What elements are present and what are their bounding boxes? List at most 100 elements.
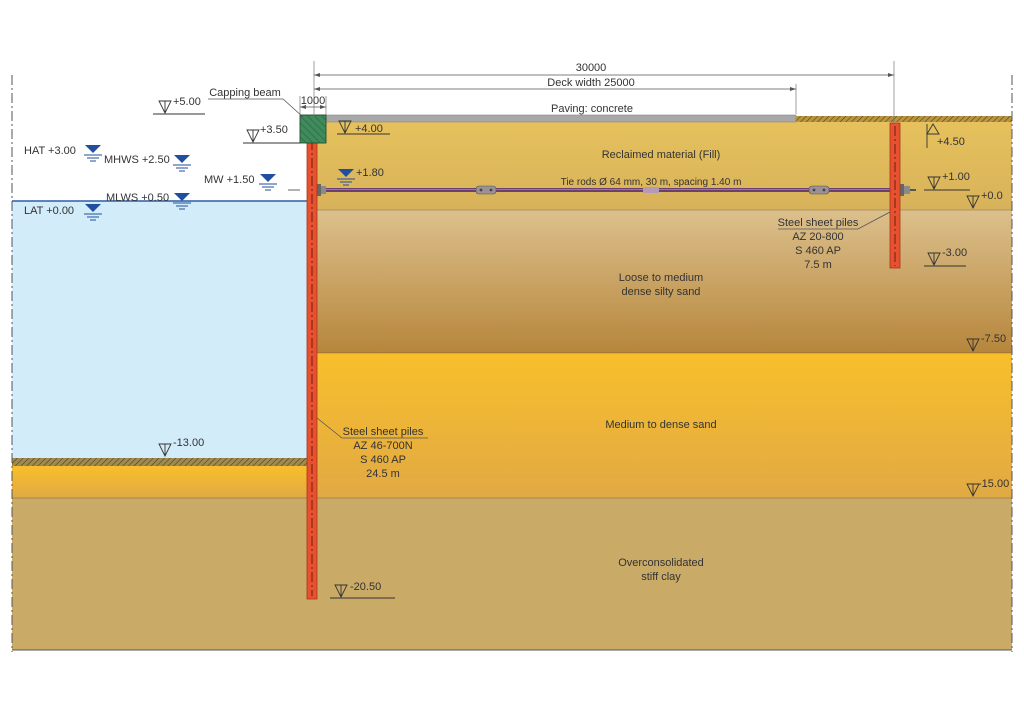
ground-surface-hatch xyxy=(796,116,1012,122)
water-level-label: HAT +3.00 xyxy=(24,145,76,157)
front-sheet-pile-wall xyxy=(306,134,318,600)
level-triangle-icon xyxy=(927,252,941,267)
level-triangle-icon xyxy=(158,443,172,458)
drawing-frame xyxy=(11,75,1013,652)
water-level-mhws: MHWS +2.50 xyxy=(104,154,191,172)
coupler-bolt xyxy=(479,188,483,192)
elevation-label: +4.00 xyxy=(355,123,383,135)
level-triangle-icon xyxy=(966,338,980,353)
level-triangle-icon xyxy=(338,120,352,135)
tie-rod-coupler xyxy=(808,185,830,195)
level-marker-plus-5-00: +5.00 xyxy=(153,96,205,115)
anchor-pile-leader xyxy=(778,211,891,230)
water-level-mw: MW +1.50 xyxy=(204,174,277,191)
water-level-label: MW +1.50 xyxy=(204,174,254,186)
elevation-label: -3.00 xyxy=(942,247,967,259)
elevation-label: -15.00 xyxy=(978,478,1009,490)
water-level-lines xyxy=(84,213,102,221)
soil-label-sand: Medium to dense sand xyxy=(605,419,716,431)
level-marker-minus-13-00: -13.00 xyxy=(158,437,204,458)
anchor-plate-rear xyxy=(900,184,904,196)
anchor-pile-length: 7.5 m xyxy=(804,259,832,271)
paving-label: Paving: concrete xyxy=(551,103,633,115)
anchor-plate-front xyxy=(317,184,321,196)
water-body xyxy=(12,201,307,458)
level-marker-minus-20-50: -20.50 xyxy=(330,581,395,599)
level-marker-plus-3-50: +3.50 xyxy=(243,124,300,144)
elevation-label: -7.50 xyxy=(981,333,1006,345)
elevation-label: -20.50 xyxy=(350,581,381,593)
annotations: Paving: concrete Capping beam Steel shee… xyxy=(208,87,891,480)
front-pile-label: Steel sheet piles xyxy=(343,426,424,438)
front-pile-leader xyxy=(316,417,428,439)
front-pile-section: AZ 46-700N xyxy=(353,440,412,452)
capping-beam-leader xyxy=(208,98,304,118)
water-level-icon xyxy=(174,193,190,201)
soil-label-clay: stiff clay xyxy=(641,571,681,583)
clay-layer xyxy=(12,498,1012,650)
level-triangle-icon xyxy=(966,195,980,210)
water-level-lines xyxy=(173,202,191,210)
capping-beam xyxy=(299,114,327,144)
tie-rod: Tie rods Ø 64 mm, 30 m, spacing 1.40 m xyxy=(288,177,916,196)
elevation-label: +3.50 xyxy=(260,124,288,136)
front-pile-length: 24.5 m xyxy=(366,468,400,480)
level-triangle-icon xyxy=(246,129,260,144)
sand-layer xyxy=(317,353,1012,498)
anchor-pile-section: AZ 20-800 xyxy=(792,231,843,243)
front-sheet-pile xyxy=(306,134,318,600)
elevation-label: -13.00 xyxy=(173,437,204,449)
capping-beam-label: Capping beam xyxy=(209,87,281,99)
soil-label-silty-sand: dense silty sand xyxy=(622,286,701,298)
water-level-icon xyxy=(85,145,101,153)
groundwater-level: +1.80 xyxy=(337,167,384,186)
soil-label-fill: Reclaimed material (Fill) xyxy=(602,149,721,161)
groundwater-level-lines xyxy=(337,178,355,186)
dimension-deck-width-label: Deck width 25000 xyxy=(547,77,634,89)
water-level-label: LAT +0.00 xyxy=(24,205,74,217)
seabed-hatch xyxy=(12,458,307,466)
elevation-label: +4.50 xyxy=(937,136,965,148)
soil-labels: Reclaimed material (Fill) Loose to mediu… xyxy=(602,149,721,583)
level-triangle-icon xyxy=(334,584,348,599)
coupler-bolt xyxy=(822,188,826,192)
coupler-bolt xyxy=(489,188,493,192)
front-pile-grade: S 460 AP xyxy=(360,454,406,466)
groundwater-level-label: +1.80 xyxy=(356,167,384,179)
level-marker-plus-4-00: +4.00 xyxy=(337,120,390,135)
water-level-lat: LAT +0.00 xyxy=(24,204,102,221)
water-level-lines xyxy=(173,164,191,172)
anchor-pile-label: Steel sheet piles xyxy=(778,217,859,229)
level-marker-minus-7-50: -7.50 xyxy=(966,333,1006,353)
level-marker-minus-3-00: -3.00 xyxy=(924,247,967,267)
level-marker-plus-1-00: +1.00 xyxy=(924,171,970,191)
level-marker-plus-4-50: +4.50 xyxy=(926,123,965,148)
water-level-lines xyxy=(84,154,102,162)
fill-layer xyxy=(317,122,1012,210)
soil-label-clay: Overconsolidated xyxy=(618,557,704,569)
tie-rod-turnbuckle xyxy=(643,187,659,193)
water-level-label: MLWS +0.50 xyxy=(106,192,169,204)
dimension-lines: 30000 Deck width 25000 1000 xyxy=(299,61,895,123)
anchor-nut-rear xyxy=(904,186,910,194)
level-triangle-up-icon xyxy=(926,123,940,148)
water-level-icon xyxy=(85,204,101,212)
dimension-overall-label: 30000 xyxy=(576,62,607,74)
water-level-mlws: MLWS +0.50 xyxy=(106,192,191,210)
soil-label-silty-sand: Loose to medium xyxy=(619,272,703,284)
paving-slab xyxy=(316,114,797,123)
anchor-sheet-pile xyxy=(889,122,901,269)
level-triangle-icon xyxy=(927,176,941,191)
capping-beam-hatch xyxy=(300,115,326,143)
dimension-capping-beam-label: 1000 xyxy=(301,95,325,107)
level-marker-plus-0-0: +0.0 xyxy=(966,190,1003,210)
tie-rod-coupler xyxy=(475,185,497,195)
water-level-hat: HAT +3.00 xyxy=(24,145,102,162)
water-level-icon xyxy=(174,155,190,163)
anchor-nut-front xyxy=(321,186,326,194)
sand-layer-seaside xyxy=(12,466,307,498)
elevation-label: +0.0 xyxy=(981,190,1003,202)
level-marker-minus-15-00: -15.00 xyxy=(966,478,1009,498)
water-level-icon xyxy=(260,174,276,182)
